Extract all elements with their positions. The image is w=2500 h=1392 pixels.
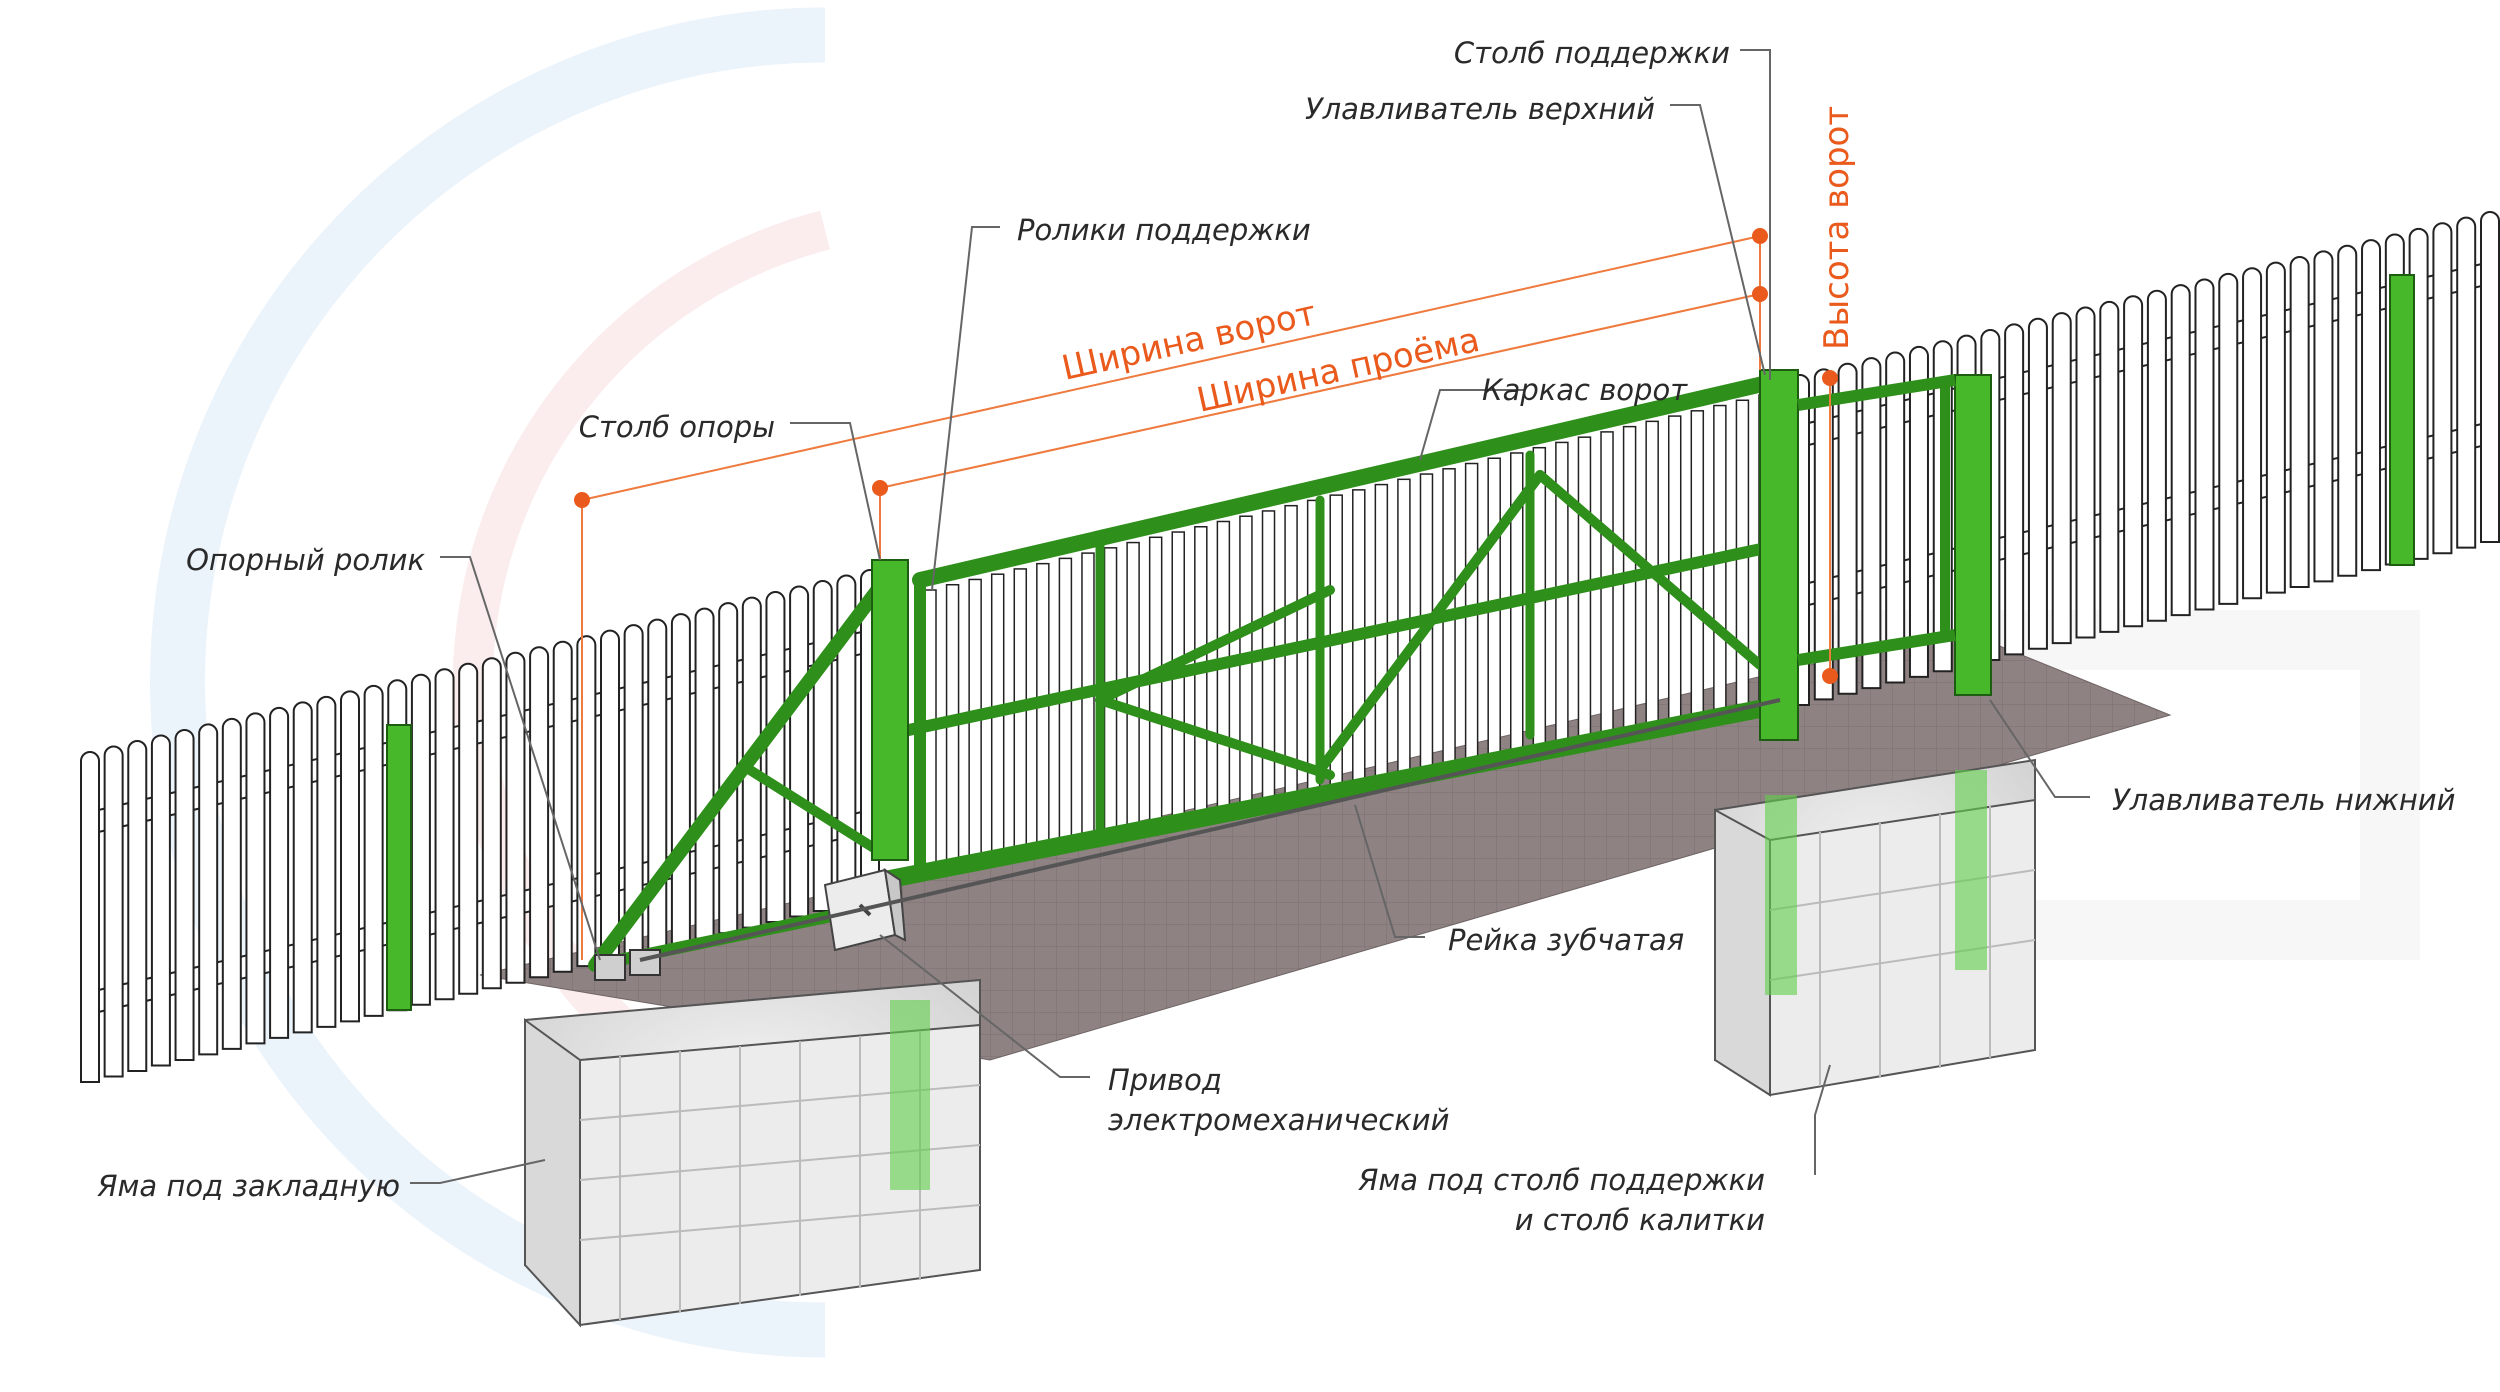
fence-picket [363, 684, 384, 1017]
fence-picket [694, 607, 715, 940]
fence-picket [2051, 312, 2072, 645]
label-ulavlivatel-verhniy: Улавливатель верхний [1305, 92, 1655, 126]
label-privod-line1: Привод [1108, 1063, 1222, 1097]
fence-picket [316, 695, 337, 1028]
fence-picket [600, 629, 620, 962]
fence-picket [2313, 250, 2334, 583]
leader-lines [410, 49, 2090, 1184]
label-yama-stolb-line2: и столб калитки [1515, 1203, 1765, 1237]
fence-picket [1837, 362, 1858, 695]
dimension-lines [574, 228, 1838, 960]
fence-picket [2123, 295, 2144, 628]
gear-rack [639, 698, 1781, 962]
label-reyka-zubchataya: Рейка зубчатая [1448, 923, 1684, 957]
fence-picket [765, 591, 786, 924]
fence-picket [150, 734, 171, 1067]
fence-picket [340, 690, 360, 1023]
fence-picket [221, 717, 242, 1050]
label-ulavlivatel-nizhniy: Улавливатель нижний [2112, 783, 2455, 817]
label-karkas-vorot: Каркас ворот [1482, 373, 1688, 407]
label-yama-zakladnaya: Яма под закладную [96, 1169, 400, 1203]
fence-picket [718, 602, 739, 935]
fence-picket [2242, 267, 2263, 600]
fence-picket [2218, 272, 2239, 605]
fence-picket [670, 613, 691, 946]
fence-picket [2361, 239, 2382, 572]
fence-picket [2265, 261, 2286, 594]
support-post-podderzhki [1759, 369, 1799, 741]
fence-picket [2075, 306, 2096, 639]
fence-picket [458, 662, 479, 995]
support-post-opory [871, 559, 909, 861]
foundation-pit-left [524, 978, 981, 1328]
fence-picket [127, 739, 148, 1072]
fence-picket [505, 651, 526, 984]
fence-picket [1861, 357, 1882, 690]
fence-picket [2099, 300, 2120, 633]
fence-picket [2456, 216, 2477, 549]
dim-vysota-vorot: Высота ворот [1817, 106, 1857, 350]
fence-picket [2027, 317, 2048, 650]
wicket-frame [1797, 374, 1956, 666]
fence-picket [789, 585, 810, 918]
fence-picket [198, 723, 219, 1056]
fence-picket [2146, 289, 2167, 622]
fence-picket [410, 673, 431, 1006]
support-roller [594, 949, 661, 981]
fence-picket [292, 701, 313, 1034]
fence-picket [2194, 278, 2215, 611]
fence-picket [552, 640, 573, 973]
fence-picket [529, 646, 550, 979]
fence-picket [2170, 284, 2191, 617]
fence-picket [174, 728, 195, 1061]
fence-post-right [2389, 274, 2415, 566]
wicket-post [1954, 374, 1992, 696]
fence-picket [103, 745, 124, 1078]
fence-picket [2289, 255, 2310, 588]
label-stolb-opory: Столб опоры [579, 410, 775, 444]
fence-picket [481, 657, 502, 990]
fence-picket [623, 624, 644, 957]
fence-picket [2337, 244, 2358, 577]
fence-picket [434, 668, 455, 1001]
fence-picket [812, 580, 833, 913]
fence-picket [1908, 345, 1929, 678]
fence-picket [2432, 222, 2453, 555]
fence-picket [80, 751, 100, 1083]
fence-picket [2004, 323, 2025, 656]
label-roliki-podderzhki: Ролики поддержки [1017, 213, 1311, 247]
label-stolb-podderzhki: Столб поддержки [1454, 36, 1730, 70]
electromechanical-drive [823, 867, 907, 952]
fence-picket [245, 712, 266, 1045]
label-privod-line2: электромеханический [1108, 1103, 1449, 1137]
fence-picket [1885, 351, 1906, 684]
fence-picket [2480, 211, 2500, 543]
fence-picket [269, 706, 290, 1039]
foundation-pit-right [1714, 758, 2036, 1097]
fence-post-left [386, 724, 412, 1011]
label-yama-stolb-line1: Яма под столб поддержки [1357, 1163, 1765, 1197]
label-opornyy-rolik: Опорный ролик [186, 543, 425, 577]
